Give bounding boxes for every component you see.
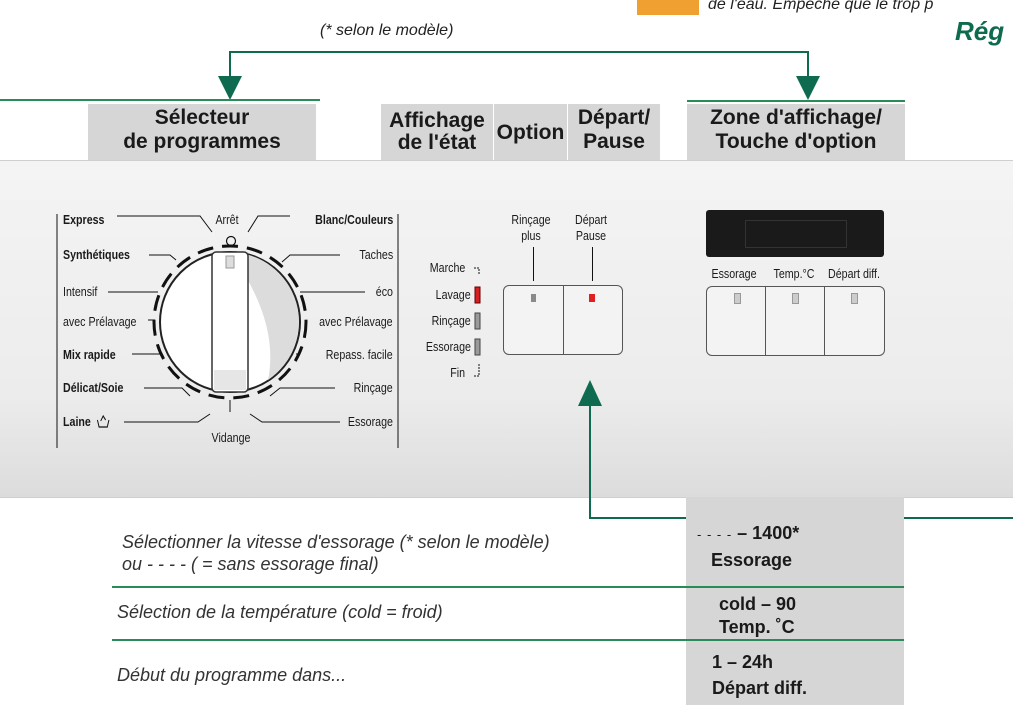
row-temp-value: cold – 90 Temp. ˚C bbox=[719, 594, 797, 637]
spin-button[interactable] bbox=[706, 286, 767, 356]
top-connector-arrows bbox=[0, 51, 905, 102]
header-start-pause: Départ/Pause bbox=[568, 104, 660, 162]
status-rincage: Rinçage bbox=[431, 313, 471, 328]
row-divider-2 bbox=[112, 639, 904, 641]
display-btn-label-depart-diff: Départ diff. bbox=[828, 266, 880, 281]
dial-left-mix-rapide: Mix rapide bbox=[63, 347, 116, 362]
row-delay-desc: Début du programme dans... bbox=[117, 665, 347, 685]
spin-led bbox=[734, 293, 741, 304]
option-values-column bbox=[686, 497, 904, 705]
delay-led bbox=[851, 293, 858, 304]
row-temp-desc: Sélection de la température (cold = froi… bbox=[117, 602, 443, 622]
dial-left-express: Express bbox=[63, 212, 105, 227]
temperature-button[interactable] bbox=[765, 286, 826, 356]
model-note: (* selon le modèle) bbox=[320, 22, 454, 39]
orange-marker bbox=[637, 0, 699, 15]
program-dial[interactable] bbox=[130, 240, 330, 420]
hand-wash-icon bbox=[96, 414, 110, 428]
status-leds bbox=[473, 267, 481, 377]
dial-label-bottom: Vidange bbox=[211, 430, 251, 445]
dial-left-intensif: Intensif bbox=[63, 284, 98, 299]
dial-right-prelavage: avec Prélavage bbox=[319, 314, 393, 329]
row-spin-desc: Sélectionner la vitesse d'essorage (* se… bbox=[122, 532, 550, 574]
start-leader bbox=[592, 247, 593, 281]
dial-left-synthetiques: Synthétiques bbox=[63, 247, 130, 262]
top-text-fragment: de l'eau. Empêche que le trop p bbox=[708, 0, 934, 13]
dial-right-rincage: Rinçage bbox=[353, 380, 393, 395]
status-fin: Fin bbox=[450, 365, 465, 380]
dial-left-delicat-soie: Délicat/Soie bbox=[63, 380, 124, 395]
display-btn-label-temp: Temp.°C bbox=[773, 266, 815, 281]
dial-leader-lines bbox=[56, 214, 399, 448]
delay-start-button[interactable] bbox=[824, 286, 885, 356]
dial-right-taches: Taches bbox=[359, 247, 393, 262]
header-display-zone: Zone d'affichage/Touche d'option bbox=[687, 104, 905, 162]
dial-right-eco: éco bbox=[375, 284, 393, 299]
row-spin-value: - - - - – 1400* Essorage bbox=[697, 523, 800, 570]
temp-led bbox=[792, 293, 799, 304]
status-lavage: Lavage bbox=[436, 287, 471, 302]
display-btn-label-essorage: Essorage bbox=[711, 266, 757, 281]
status-marche: Marche bbox=[429, 260, 465, 275]
dial-right-repass-facile: Repass. facile bbox=[326, 347, 393, 362]
start-pause-button[interactable] bbox=[563, 285, 623, 355]
dial-left-prelavage: avec Prélavage bbox=[63, 314, 137, 329]
dial-right-blanc-couleurs: Blanc/Couleurs bbox=[314, 212, 393, 227]
rinse-leader bbox=[533, 247, 534, 281]
display-screen bbox=[706, 210, 884, 257]
start-pause-led bbox=[589, 294, 595, 302]
dial-left-laine: Laine bbox=[63, 414, 110, 429]
rinse-plus-button[interactable] bbox=[503, 285, 565, 355]
rinse-plus-led bbox=[531, 294, 536, 302]
header-option: Option bbox=[494, 104, 567, 162]
dial-top-marker-icon bbox=[225, 235, 237, 247]
row-delay-value: 1 – 24h Départ diff. bbox=[712, 652, 808, 698]
dial-right-essorage: Essorage bbox=[347, 414, 393, 429]
row-divider-1 bbox=[112, 586, 904, 588]
status-essorage: Essorage bbox=[425, 339, 471, 354]
dial-label-top: Arrêt bbox=[215, 212, 239, 227]
section-title-fragment: Rég bbox=[955, 16, 1005, 46]
